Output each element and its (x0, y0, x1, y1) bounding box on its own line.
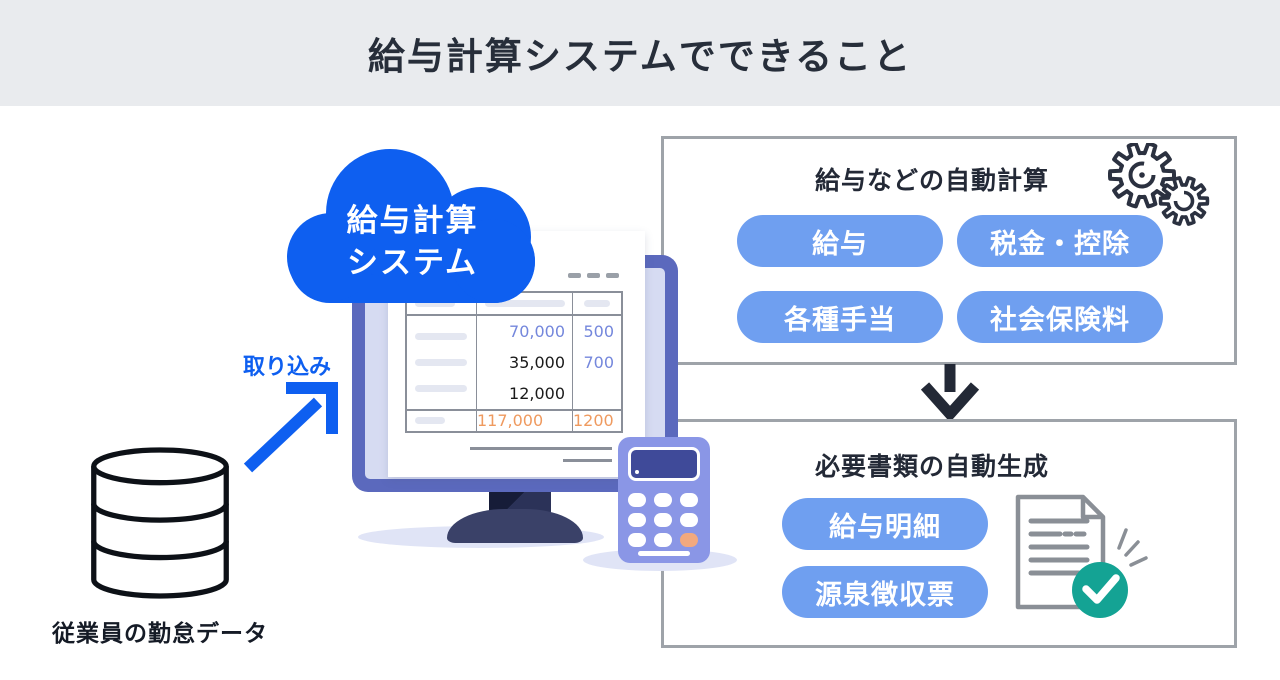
cloud-label-line1: 給与計算 (346, 203, 479, 239)
document-check-icon (1015, 494, 1148, 618)
calc-key (654, 533, 672, 547)
auto-calc-section: 給与などの自動計算 給与 税金・控除 各種手当 社会保険料 (661, 136, 1237, 365)
auto-calc-title: 給与などの自動計算 (814, 166, 1049, 195)
calc-key (680, 513, 698, 527)
unit-cell: 700 (583, 352, 614, 372)
documents-section: 必要書類の自動生成 給与明細 源泉徴収票 (661, 419, 1237, 648)
down-arrow-icon (920, 364, 980, 420)
cloud-label: 給与計算 システム (285, 200, 540, 284)
spreadsheet-table: 70,000 35,000 12,000 500 700 117,000 120… (405, 291, 623, 433)
amount-cell: 12,000 (509, 383, 565, 403)
gears-icon (1108, 143, 1210, 226)
placeholder-bar (415, 299, 455, 307)
check-circle (1072, 562, 1128, 618)
up-right-arrow-icon (243, 382, 338, 473)
emphasis-rays (1117, 528, 1148, 567)
calc-key (654, 493, 672, 507)
amount-cell: 70,000 (509, 321, 565, 341)
sheet-footer-line (470, 447, 612, 450)
database-label: 従業員の勤怠データ (52, 621, 268, 647)
screen-dot (635, 470, 639, 474)
check-mark-icon (1082, 574, 1120, 604)
calculator-bottom-bar (638, 551, 690, 556)
placeholder-bar (484, 299, 565, 307)
calc-key (628, 513, 646, 527)
pill-tax-deduction: 税金・控除 (957, 215, 1163, 267)
monitor-stand-base (447, 509, 583, 543)
unit-cell: 500 (583, 321, 614, 341)
pill-payslip: 給与明細 (782, 498, 988, 550)
calc-key (628, 533, 646, 547)
calc-key (628, 493, 646, 507)
import-label: 取り込み (242, 355, 331, 380)
page-title: 給与計算システムでできること (367, 35, 913, 78)
calculator-screen (628, 447, 700, 481)
placeholder-bar (415, 384, 467, 392)
calculator-illustration (618, 437, 710, 563)
sheet-menu-dashes (568, 273, 619, 278)
calc-key-accent (680, 533, 698, 547)
placeholder-bar (415, 358, 467, 366)
pill-salary: 給与 (737, 215, 943, 267)
table-header-row (407, 293, 621, 316)
placeholder-bar (584, 299, 610, 307)
calculator-keys (628, 493, 698, 547)
placeholder-bar (415, 417, 445, 425)
pill-social-insurance: 社会保険料 (957, 291, 1163, 343)
pill-withholding-slip: 源泉徴収票 (782, 566, 988, 618)
pill-allowances: 各種手当 (737, 291, 943, 343)
calc-key (680, 493, 698, 507)
header-banner: 給与計算システムでできること (0, 0, 1280, 106)
total-unit-cell: 1200 (573, 411, 614, 431)
sheet-footer-line (563, 459, 612, 462)
total-amount-cell: 117,000 (477, 411, 544, 431)
database-cylinder-icon (91, 447, 229, 599)
calc-key (654, 513, 672, 527)
table-body: 70,000 35,000 12,000 500 700 (407, 315, 621, 409)
cloud-icon (287, 149, 535, 303)
cloud-label-line2: システム (346, 245, 479, 281)
unit-cell (573, 378, 621, 409)
documents-title: 必要書類の自動生成 (814, 452, 1049, 481)
table-total-row: 117,000 1200 (407, 408, 621, 431)
amount-cell: 35,000 (509, 352, 565, 372)
placeholder-bar (415, 333, 467, 341)
